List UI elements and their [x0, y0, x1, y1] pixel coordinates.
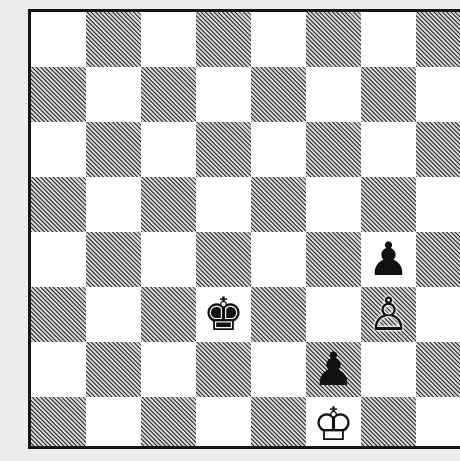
square-d7[interactable]: [196, 67, 251, 122]
square-f3[interactable]: [306, 287, 361, 342]
square-a8[interactable]: [31, 12, 86, 67]
square-g4[interactable]: ♟: [361, 232, 416, 287]
square-h5[interactable]: [416, 177, 460, 232]
white-king-icon[interactable]: ♔: [306, 397, 361, 449]
square-e8[interactable]: [251, 12, 306, 67]
square-h6[interactable]: [416, 122, 460, 177]
square-g1[interactable]: [361, 397, 416, 449]
square-h3[interactable]: [416, 287, 460, 342]
white-pawn-icon[interactable]: ♙: [361, 287, 416, 342]
square-d3[interactable]: ♚: [196, 287, 251, 342]
square-c3[interactable]: [141, 287, 196, 342]
square-f1[interactable]: ♔: [306, 397, 361, 449]
square-g5[interactable]: [361, 177, 416, 232]
square-b5[interactable]: [86, 177, 141, 232]
square-c1[interactable]: [141, 397, 196, 449]
chess-board: ♟♚♙♟♔: [28, 9, 460, 449]
square-f6[interactable]: [306, 122, 361, 177]
square-d2[interactable]: [196, 342, 251, 397]
square-a7[interactable]: [31, 67, 86, 122]
square-g2[interactable]: [361, 342, 416, 397]
square-b2[interactable]: [86, 342, 141, 397]
square-h8[interactable]: [416, 12, 460, 67]
square-b4[interactable]: [86, 232, 141, 287]
square-a3[interactable]: [31, 287, 86, 342]
square-h7[interactable]: [416, 67, 460, 122]
square-e5[interactable]: [251, 177, 306, 232]
square-b6[interactable]: [86, 122, 141, 177]
black-pawn-icon[interactable]: ♟: [306, 342, 361, 397]
square-b7[interactable]: [86, 67, 141, 122]
square-c8[interactable]: [141, 12, 196, 67]
square-c2[interactable]: [141, 342, 196, 397]
square-d6[interactable]: [196, 122, 251, 177]
black-king-icon[interactable]: ♚: [196, 287, 251, 342]
square-f4[interactable]: [306, 232, 361, 287]
square-b1[interactable]: [86, 397, 141, 449]
square-f5[interactable]: [306, 177, 361, 232]
square-g8[interactable]: [361, 12, 416, 67]
square-a4[interactable]: [31, 232, 86, 287]
square-a1[interactable]: [31, 397, 86, 449]
square-a5[interactable]: [31, 177, 86, 232]
square-g6[interactable]: [361, 122, 416, 177]
black-pawn-icon[interactable]: ♟: [361, 232, 416, 287]
square-g3[interactable]: ♙: [361, 287, 416, 342]
square-c6[interactable]: [141, 122, 196, 177]
square-e3[interactable]: [251, 287, 306, 342]
square-e2[interactable]: [251, 342, 306, 397]
square-d1[interactable]: [196, 397, 251, 449]
square-b3[interactable]: [86, 287, 141, 342]
square-d8[interactable]: [196, 12, 251, 67]
square-e1[interactable]: [251, 397, 306, 449]
square-h2[interactable]: [416, 342, 460, 397]
square-e7[interactable]: [251, 67, 306, 122]
square-a2[interactable]: [31, 342, 86, 397]
square-d5[interactable]: [196, 177, 251, 232]
square-g7[interactable]: [361, 67, 416, 122]
square-e6[interactable]: [251, 122, 306, 177]
square-f2[interactable]: ♟: [306, 342, 361, 397]
square-d4[interactable]: [196, 232, 251, 287]
square-e4[interactable]: [251, 232, 306, 287]
square-f7[interactable]: [306, 67, 361, 122]
square-c5[interactable]: [141, 177, 196, 232]
square-b8[interactable]: [86, 12, 141, 67]
square-a6[interactable]: [31, 122, 86, 177]
square-f8[interactable]: [306, 12, 361, 67]
square-h1[interactable]: [416, 397, 460, 449]
square-c4[interactable]: [141, 232, 196, 287]
square-c7[interactable]: [141, 67, 196, 122]
square-h4[interactable]: [416, 232, 460, 287]
